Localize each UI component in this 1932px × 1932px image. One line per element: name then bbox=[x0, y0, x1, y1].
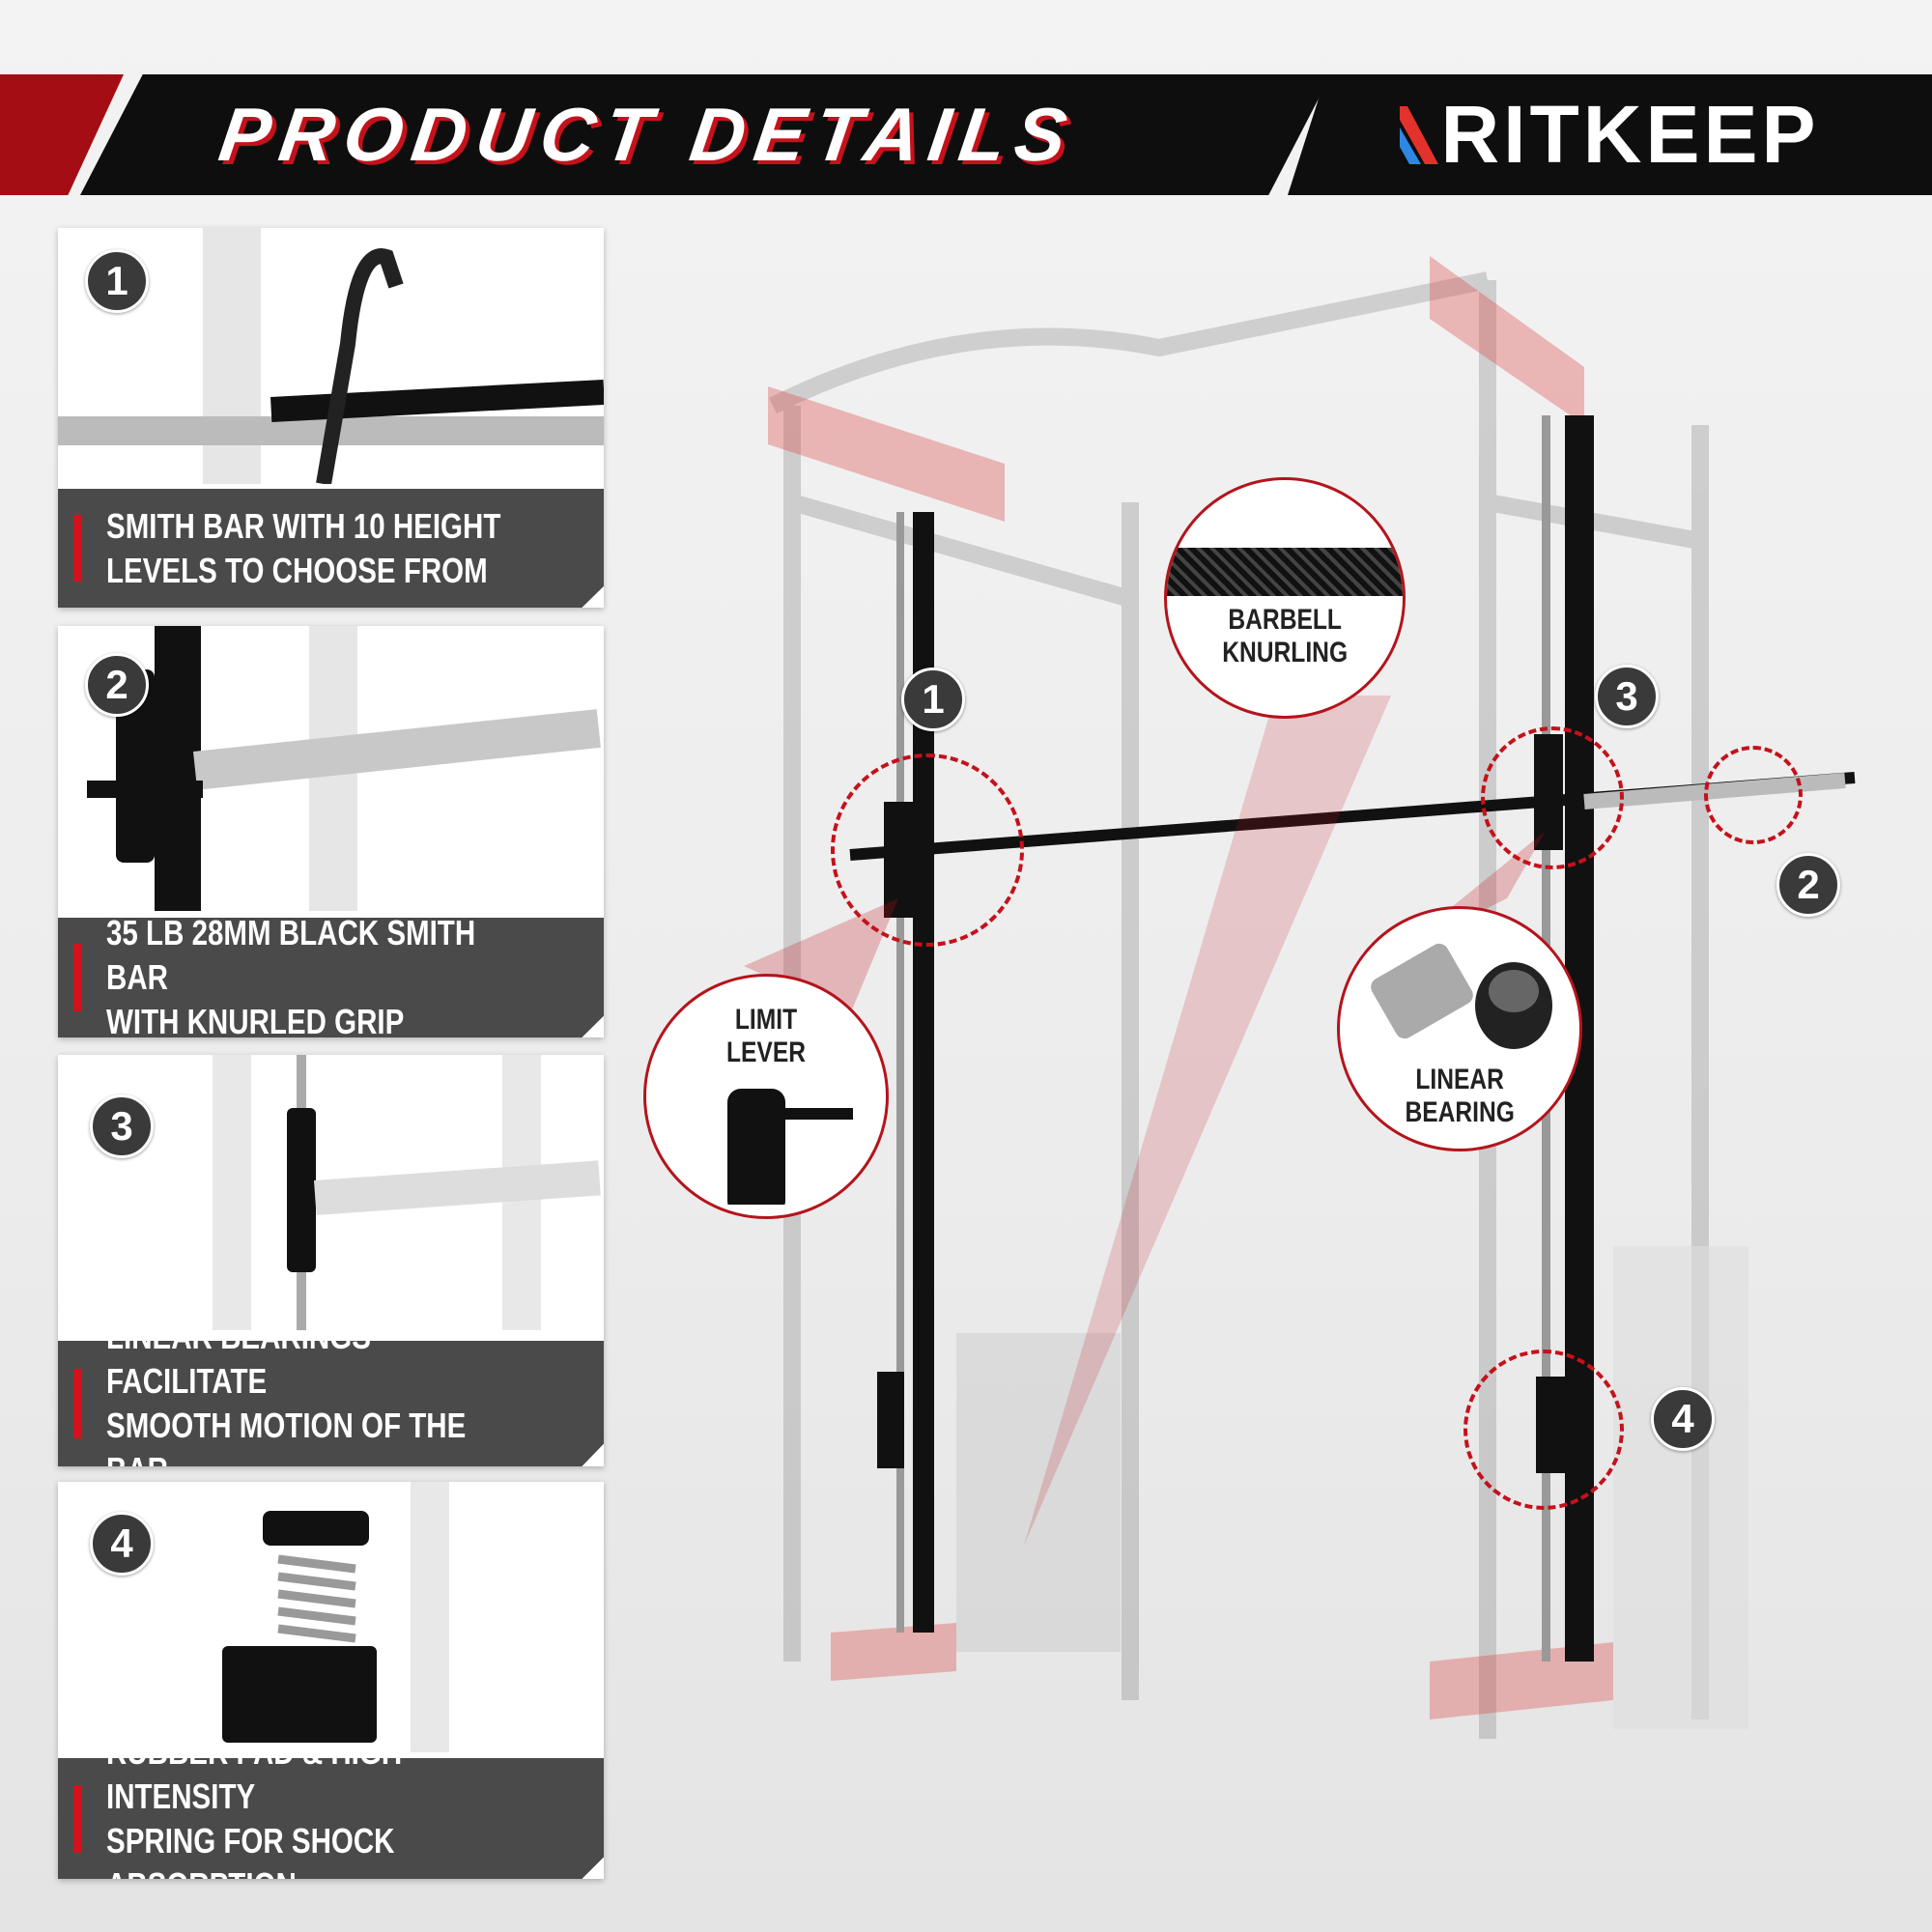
highlight-limit-lever bbox=[831, 753, 1024, 947]
callout-barbell-knurling: BARBELL KNURLING bbox=[1164, 477, 1406, 719]
callout-label: LIMIT LEVER bbox=[725, 1004, 807, 1068]
linear-bearing-rail-image bbox=[213, 1055, 601, 1330]
header-banner: PRODUCT DETAILS bbox=[80, 74, 1331, 195]
panel-caption: RUBBER PAD & HIGH INTENSITY SPRING FOR S… bbox=[58, 1758, 604, 1879]
detail-panel-3: 3 LINEAR BEARINGS FACILITATE SMOOTH MOTI… bbox=[58, 1055, 604, 1466]
callout-limit-lever: LIMIT LEVER bbox=[643, 974, 889, 1219]
black-smith-bar-image bbox=[87, 626, 601, 911]
highlight-linear-bearing bbox=[1481, 726, 1624, 869]
marker-4: 4 bbox=[1651, 1387, 1715, 1451]
brand-logo: RITKEEP bbox=[1288, 74, 1932, 195]
linear-bearing-image bbox=[1371, 943, 1552, 1049]
detail-panel-4: 4 RUBBER PAD & HIGH INTENSITY SPRING FOR… bbox=[58, 1482, 604, 1879]
spring-rubber-pad-image bbox=[222, 1482, 449, 1752]
panel-caption: 35 LB 28MM BLACK SMITH BAR WITH KNURLED … bbox=[58, 918, 604, 1037]
detail-panel-2: 2 35 LB 28MM BLACK SMITH BAR WITH KNURLE… bbox=[58, 626, 604, 1037]
limit-lever-image bbox=[727, 1089, 853, 1205]
logo-stripes-icon bbox=[1400, 105, 1439, 164]
panel-number: 1 bbox=[85, 249, 149, 313]
panel-number: 4 bbox=[90, 1512, 154, 1576]
knurled-bar-image bbox=[1167, 548, 1403, 596]
marker-2: 2 bbox=[1776, 853, 1840, 917]
caption-text: SMITH BAR WITH 10 HEIGHT LEVELS TO CHOOS… bbox=[106, 505, 501, 590]
callout-linear-bearing: LINEAR BEARING bbox=[1337, 906, 1582, 1151]
callout-label: BARBELL KNURLING bbox=[1222, 604, 1348, 668]
caption-text: LINEAR BEARINGS FACILITATE SMOOTH MOTION… bbox=[106, 1317, 467, 1466]
smith-bar-hook-image bbox=[58, 228, 604, 484]
panel-number: 3 bbox=[90, 1094, 154, 1158]
caption-text: RUBBER PAD & HIGH INTENSITY SPRING FOR S… bbox=[106, 1731, 403, 1879]
detail-panel-1: 1 SMITH BAR WITH 10 HEIGHT LEVELS TO CHO… bbox=[58, 228, 604, 608]
marker-3: 3 bbox=[1595, 665, 1659, 728]
panel-number: 2 bbox=[85, 653, 149, 717]
marker-1: 1 bbox=[901, 668, 965, 731]
highlight-bar-sleeve bbox=[1704, 746, 1803, 844]
caption-text: 35 LB 28MM BLACK SMITH BAR WITH KNURLED … bbox=[106, 913, 476, 1037]
brand-name: RITKEEP bbox=[1440, 89, 1820, 180]
callout-label: LINEAR BEARING bbox=[1405, 1064, 1515, 1128]
panel-caption: SMITH BAR WITH 10 HEIGHT LEVELS TO CHOOS… bbox=[58, 489, 604, 608]
highlight-spring bbox=[1463, 1350, 1624, 1510]
panel-caption: LINEAR BEARINGS FACILITATE SMOOTH MOTION… bbox=[58, 1341, 604, 1466]
